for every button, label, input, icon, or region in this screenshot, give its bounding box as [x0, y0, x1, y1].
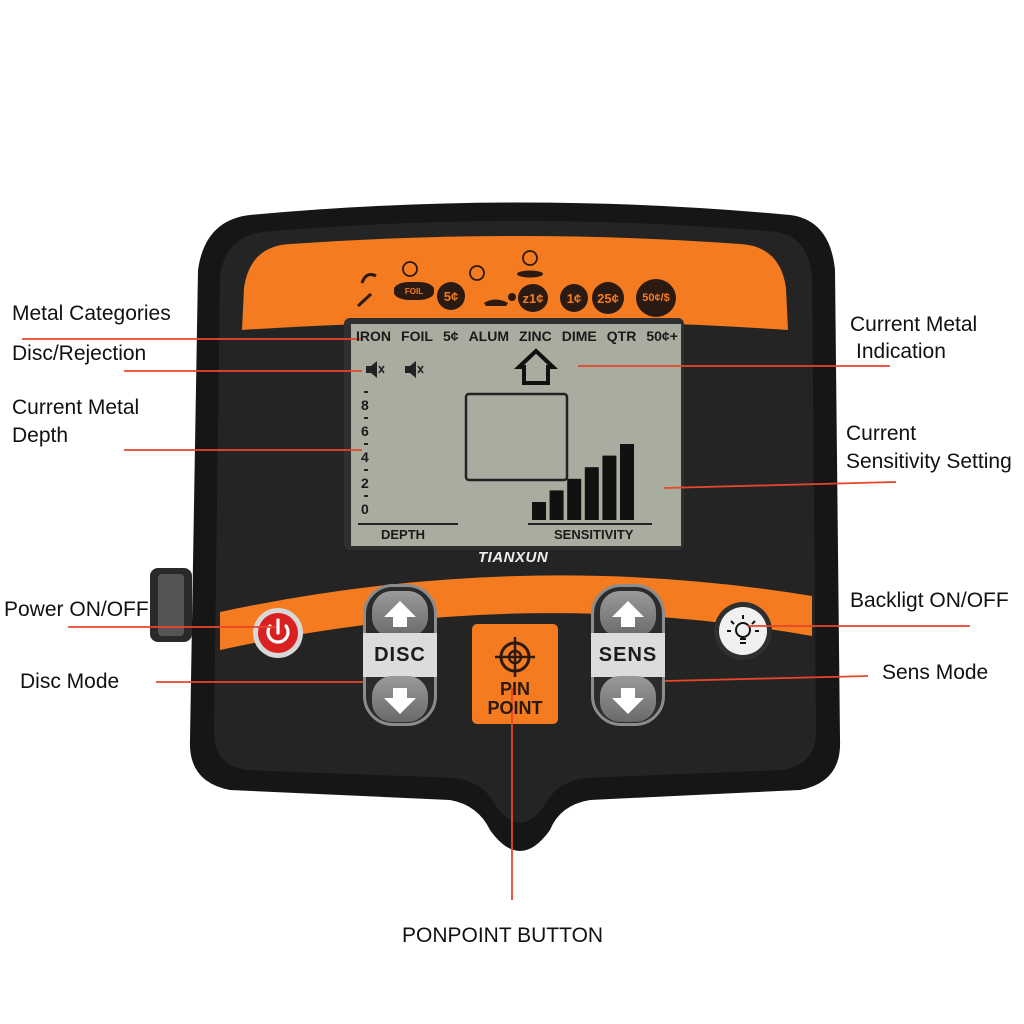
- pin-text: PIN: [499, 679, 530, 699]
- foil-coin: FOIL: [394, 282, 434, 300]
- callout-disc-rejection: Disc/Rejection: [12, 342, 147, 365]
- coin-50c-label: 50¢/$: [642, 292, 670, 304]
- sens-up-button[interactable]: [600, 591, 656, 637]
- depth-scale-value: 2: [361, 475, 369, 491]
- mute-icon: [405, 361, 424, 378]
- sensitivity-label: SENSITIVITY: [554, 527, 634, 542]
- bottlecap-icon: [517, 270, 543, 278]
- disc-up-button[interactable]: [372, 591, 428, 637]
- sensitivity-bar: [567, 478, 582, 520]
- arrow-down-icon: [384, 688, 416, 714]
- ring-icon: [402, 261, 418, 277]
- bulb-icon: [727, 615, 759, 644]
- sensitivity-bar: [620, 444, 634, 520]
- sensitivity-bar: [584, 467, 599, 520]
- foil-label: FOIL: [404, 286, 424, 296]
- coin-1c: 1¢: [560, 284, 588, 312]
- lcd-category-row: IRON FOIL 5¢ ALUM ZINC DIME QTR 50¢+: [356, 328, 678, 348]
- metal-pointer-icon: [513, 348, 559, 385]
- sens-down-button[interactable]: [600, 676, 656, 722]
- sensitivity-bar: [549, 490, 564, 520]
- ring-icon: [469, 265, 485, 281]
- coin-z1c-label: z1¢: [522, 290, 544, 306]
- top-orange-band: [242, 236, 788, 330]
- callout-current-metal-indication: Indication: [856, 340, 946, 363]
- lcd-category: 5¢: [442, 328, 459, 344]
- callout-metal-categories: Metal Categories: [12, 302, 171, 325]
- arrow-up-icon: [384, 601, 416, 627]
- disc-label: DISC: [363, 633, 437, 677]
- lcd-category: IRON: [356, 328, 391, 344]
- callout-current-metal-depth: Depth: [12, 424, 69, 447]
- depth-scale-value: 0: [361, 501, 369, 517]
- lower-orange-band: [220, 575, 812, 650]
- coin-5c: 5¢: [437, 282, 465, 310]
- pulltab-icon: [484, 299, 508, 306]
- callout-sens-mode: Sens Mode: [882, 661, 989, 684]
- arrow-down-icon: [612, 688, 644, 714]
- sens-pad: SENS: [591, 584, 665, 726]
- point-text: POINT: [487, 698, 543, 718]
- depth-scale-value: 6: [361, 423, 369, 439]
- depth-label: DEPTH: [381, 527, 426, 542]
- leader-lines: [22, 338, 970, 900]
- power-icon: [266, 624, 290, 644]
- lcd-category: FOIL: [401, 328, 433, 344]
- callout-current-metal-indication: Current Metal: [850, 313, 978, 336]
- lcd-category: ZINC: [519, 328, 552, 344]
- coin-25c: 25¢: [592, 282, 624, 314]
- sensitivity-bar: [532, 502, 546, 520]
- ring-icon: [522, 250, 538, 266]
- sensitivity-bars: [532, 444, 634, 520]
- callout-disc-mode: Disc Mode: [20, 670, 120, 693]
- arrow-up-icon: [612, 601, 644, 627]
- coin-25c-label: 25¢: [597, 290, 619, 306]
- sensitivity-bar: [602, 455, 617, 520]
- disc-down-button[interactable]: [372, 676, 428, 722]
- lcd-category: ALUM: [468, 328, 509, 344]
- coin-50c: 50¢/$: [636, 279, 676, 317]
- lcd-category: DIME: [561, 328, 597, 344]
- pinpoint-label: PIN POINT: [472, 680, 558, 718]
- callout-current-metal-depth: Current Metal: [12, 396, 140, 419]
- lcd-category: QTR: [606, 328, 637, 344]
- coin-1c-label: 1¢: [566, 290, 582, 306]
- depth-scale-value: 8: [361, 397, 369, 413]
- coin-z1c: z1¢: [518, 284, 548, 312]
- sens-label: SENS: [591, 633, 665, 677]
- callout-current-sensitivity: Current: [846, 422, 917, 445]
- lcd-category: 50¢+: [646, 328, 678, 344]
- callout-current-sensitivity: Sensitivity Setting: [846, 450, 1012, 473]
- target-window: [464, 392, 569, 482]
- callout-pinpoint-button: PONPOINT BUTTON: [402, 924, 604, 947]
- callout-backlight: Backligt ON/OFF: [850, 589, 1009, 612]
- coin-5c-label: 5¢: [443, 288, 459, 304]
- mute-icon: [366, 361, 385, 378]
- callout-power: Power ON/OFF: [4, 598, 149, 621]
- iron-nail-icon: [356, 273, 377, 308]
- disc-pad: DISC: [363, 584, 437, 726]
- brand-logo: TIANXUN: [478, 549, 549, 566]
- depth-scale-value: 4: [361, 449, 369, 465]
